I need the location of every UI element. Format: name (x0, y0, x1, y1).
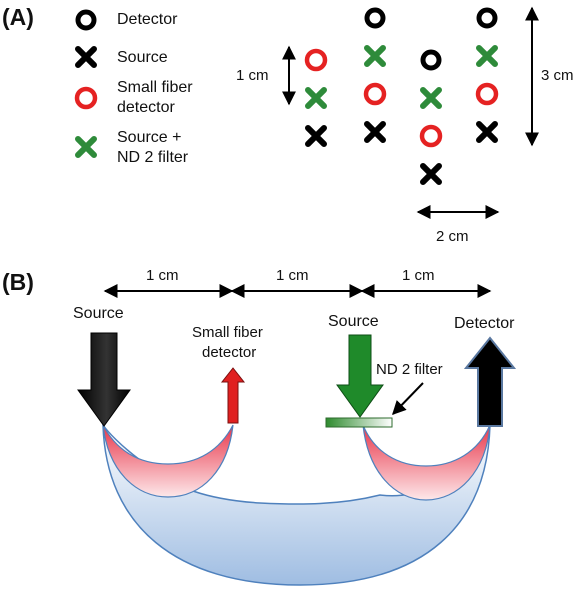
detector-ring-icon (364, 7, 386, 29)
small-fiber-label-line1: Small fiber (192, 324, 263, 341)
source-nd-cross-icon (305, 87, 327, 109)
dimension-1cm-label: 1 cm (236, 67, 269, 84)
source-cross-icon (420, 163, 442, 185)
legend-source-nd-line1: Source + (117, 129, 181, 146)
spacing-label-1: 1 cm (146, 267, 179, 284)
nd-filter-bar (325, 417, 393, 428)
spacing-label-2: 1 cm (276, 267, 309, 284)
legend-small-fiber-line1: Small fiber (117, 79, 193, 96)
panel-b-label: (B) (2, 269, 34, 295)
small-fiber-ring-icon (363, 82, 387, 106)
small-fiber-ring-icon (419, 124, 443, 148)
detector-label: Detector (454, 315, 515, 332)
dimension-2cm: 2 cm (416, 205, 500, 245)
tissue-shallow-path-left (102, 424, 234, 498)
ring-icon (75, 9, 97, 31)
source-nd-cross-icon (420, 87, 442, 109)
dimension-1cm: 1 cm (236, 45, 296, 106)
cross-icon (75, 46, 97, 68)
nd-filter-pointer (392, 382, 424, 416)
source-nd-cross-icon (364, 45, 386, 67)
small-fiber-arrow (220, 367, 246, 424)
tissue-deep-path (102, 422, 491, 586)
green-cross-icon (75, 136, 97, 158)
source-nd-arrow (336, 334, 384, 418)
source-right-label: Source (328, 313, 379, 330)
spacing-label-3: 1 cm (402, 267, 435, 284)
spacing-dimensions: 1 cm 1 cm 1 cm (103, 267, 492, 298)
detector-arrow (463, 336, 517, 427)
nd-filter-label: ND 2 filter (376, 361, 443, 378)
legend-source-label: Source (117, 49, 168, 66)
panel-a-label: (A) (2, 4, 34, 30)
dimension-3cm-label: 3 cm (541, 67, 574, 84)
dimension-3cm: 3 cm (525, 6, 574, 147)
panel-b: (B) 1 cm 1 cm 1 cm Source Small fiber de… (2, 267, 517, 586)
panel-a: (A) Detector Source Small fiber detector… (2, 4, 574, 245)
probe-configuration-grid (304, 7, 499, 185)
small-fiber-ring-icon (475, 82, 499, 106)
detector-ring-icon (420, 49, 442, 71)
red-ring-icon (74, 86, 98, 110)
dimension-2cm-label: 2 cm (436, 228, 469, 245)
small-fiber-label-line2: detector (202, 344, 256, 361)
legend-detector-label: Detector (117, 11, 178, 28)
source-cross-icon (364, 121, 386, 143)
legend-source-nd-line2: ND 2 filter (117, 149, 189, 166)
source-cross-icon (476, 121, 498, 143)
legend: Detector Source Small fiber detector Sou… (74, 9, 193, 166)
small-fiber-ring-icon (304, 48, 328, 72)
detector-ring-icon (476, 7, 498, 29)
source-cross-icon (305, 125, 327, 147)
source-nd-cross-icon (476, 45, 498, 67)
legend-small-fiber-line2: detector (117, 99, 175, 116)
source-left-label: Source (73, 305, 124, 322)
source-arrow-left (77, 332, 131, 427)
